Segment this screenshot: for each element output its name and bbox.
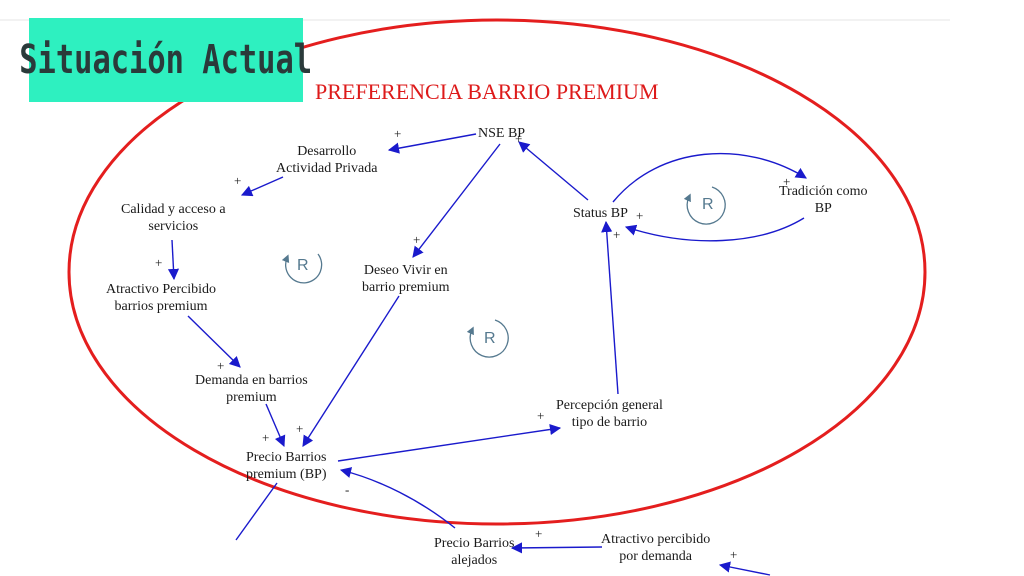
arrow-precio-outgoing xyxy=(235,482,278,541)
node-demanda-barrios: Demanda en barrios premium xyxy=(195,373,308,405)
node-desarrollo-actividad-privada: Desarrollo Actividad Privada xyxy=(276,144,378,176)
polarity-sign: + xyxy=(515,131,523,146)
polarity-sign: + xyxy=(636,208,644,223)
arrow-calidad-to-atractivo xyxy=(167,239,180,281)
arrow-nse-to-desarrollo xyxy=(387,133,477,154)
polarity-sign: + xyxy=(234,173,242,188)
arrow-precio-to-percepcion xyxy=(337,423,562,462)
polarity-sign: + xyxy=(296,421,304,436)
loop-center-icon xyxy=(466,319,509,358)
polarity-sign: + xyxy=(613,227,621,242)
loop-right-icon xyxy=(683,186,726,225)
polarity-sign: + xyxy=(730,547,738,562)
arrow-nse-to-deseo xyxy=(412,143,501,258)
polarity-sign: + xyxy=(783,174,791,189)
loop-left-label: R xyxy=(297,257,309,274)
loop-right-label: R xyxy=(702,196,714,213)
polarity-sign: + xyxy=(262,430,270,445)
node-tradicion-bp: Tradición como BP xyxy=(779,184,868,216)
node-status-bp: Status BP xyxy=(573,206,628,221)
arrow-demanda-to-precio xyxy=(265,403,286,448)
slide-title: Situación Actual xyxy=(19,37,313,83)
arrow-alejados-to-precio xyxy=(339,467,456,529)
arrow-atractivodemanda-to-alejados xyxy=(510,542,603,554)
arrow-atractivo-to-demanda xyxy=(187,315,241,368)
arrow-status-to-tradicion xyxy=(612,152,807,203)
loop-left-icon xyxy=(281,253,323,284)
arrow-tradicion-to-status xyxy=(624,217,805,242)
arrow-external-to-atractivodemanda xyxy=(718,561,771,576)
diagram-subtitle: PREFERENCIA BARRIO PREMIUM xyxy=(315,79,659,104)
node-precio-barrios-premium: Precio Barrios premium (BP) xyxy=(246,450,327,482)
polarity-sign: - xyxy=(345,482,350,497)
node-nse-bp: NSE BP xyxy=(478,126,526,141)
node-calidad-acceso-servicios: Calidad y acceso a servicios xyxy=(121,202,226,234)
arrow-deseo-to-precio xyxy=(302,295,400,447)
node-percepcion-general: Percepción general tipo de barrio xyxy=(556,398,663,430)
node-atractivo-por-demanda: Atractivo percibido por demanda xyxy=(601,532,711,564)
arrow-percepcion-to-status xyxy=(601,220,619,395)
polarity-sign: + xyxy=(413,232,421,247)
slide-title-box: Situación Actual xyxy=(20,18,312,102)
loop-center-label: R xyxy=(484,330,496,347)
arrow-status-to-nse xyxy=(518,141,589,201)
polarity-sign: + xyxy=(155,255,163,270)
node-atractivo-percibido: Atractivo Percibido barrios premium xyxy=(106,282,217,314)
system-boundary-ellipse xyxy=(67,18,927,526)
node-deseo-vivir: Deseo Vivir en barrio premium xyxy=(362,263,450,295)
node-precio-barrios-alejados: Precio Barrios alejados xyxy=(434,536,515,568)
arrow-desarrollo-to-calidad xyxy=(240,176,284,197)
polarity-sign: + xyxy=(535,526,543,541)
polarity-sign: + xyxy=(394,126,402,141)
polarity-sign: + xyxy=(217,358,225,373)
polarity-sign: + xyxy=(537,408,545,423)
